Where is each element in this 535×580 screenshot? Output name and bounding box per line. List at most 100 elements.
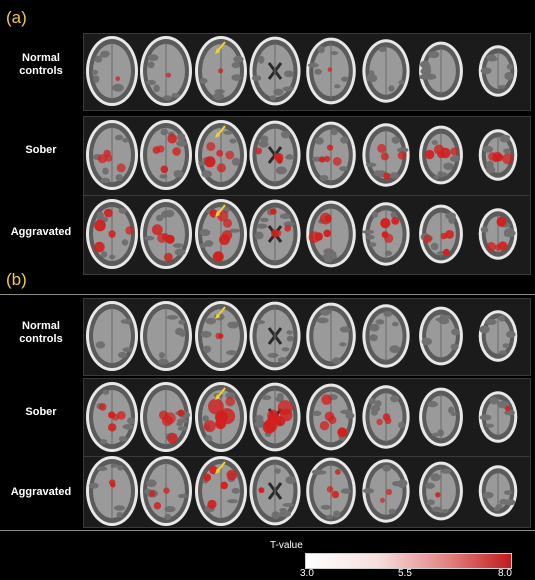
activation-cluster (115, 76, 121, 81)
arrow-icon (215, 394, 220, 400)
activation-cluster (425, 149, 435, 160)
slice-gyrus (112, 83, 124, 92)
activation-cluster (324, 155, 331, 163)
colorbar (305, 553, 512, 569)
slice-gyrus (493, 506, 501, 512)
slice-gyrus (156, 214, 164, 222)
slice-gyrus (506, 64, 513, 70)
slice-gyrus (503, 490, 513, 495)
slice-gyrus (282, 503, 295, 507)
slice-gyrus (307, 62, 319, 68)
activation-cluster (337, 427, 348, 438)
activation-cluster (380, 497, 385, 503)
slice-gyrus (485, 318, 497, 325)
slice-gyrus (340, 488, 351, 494)
slice-gyrus (100, 251, 108, 258)
activation-cluster (450, 147, 458, 156)
slice-gyrus (231, 157, 240, 166)
activation-cluster (151, 224, 163, 236)
activation-cluster (207, 499, 217, 509)
slice-gyrus (320, 504, 331, 510)
activation-cluster (166, 72, 172, 78)
slice-gyrus (173, 170, 184, 178)
slice-gyrus (100, 177, 111, 184)
activation-cluster (108, 423, 117, 432)
slice-gyrus (201, 170, 212, 178)
slice-gyrus (177, 426, 188, 431)
slice-gyrus (373, 170, 381, 177)
activation-cluster (323, 229, 332, 238)
slice-gyrus (254, 419, 266, 428)
activation-cluster (502, 153, 514, 165)
slice-gyrus (127, 417, 135, 425)
slice-gyrus (502, 343, 510, 349)
slice-gyrus (271, 511, 280, 519)
slice-gyrus (255, 320, 265, 325)
activation-cluster (377, 143, 387, 153)
activation-cluster (328, 415, 337, 425)
slice-gyrus (482, 491, 494, 499)
slice-gyrus (281, 347, 290, 352)
slice-gyrus (430, 473, 441, 482)
slice-gyrus (315, 470, 327, 475)
panel-b-label: (b) (6, 270, 27, 289)
slice-gyrus (200, 331, 212, 338)
activation-cluster (125, 226, 134, 235)
slice-gyrus (267, 352, 279, 358)
slice-gyrus (398, 80, 405, 85)
slice-gyrus (424, 73, 437, 80)
slice-gyrus (116, 511, 123, 518)
activation-cluster (445, 230, 454, 239)
slice-gyrus (339, 326, 351, 333)
slice-gyrus (147, 54, 159, 61)
activation-cluster (160, 165, 169, 174)
slice-gyrus (497, 85, 506, 89)
slice-gyrus (451, 328, 460, 336)
slice-gyrus (122, 347, 133, 353)
slice-gyrus (269, 95, 276, 101)
slice-gyrus (102, 389, 110, 395)
slice-gyrus (375, 319, 385, 325)
slice-gyrus (115, 134, 123, 141)
slice-gyrus (282, 86, 294, 92)
slice-gyrus (157, 358, 169, 365)
activation-cluster (218, 333, 224, 339)
colorbar-title: T-value (270, 540, 303, 551)
activation-cluster (206, 142, 216, 151)
slice-gyrus (205, 317, 217, 325)
slice-gyrus (504, 72, 514, 80)
arrow-icon (215, 211, 220, 217)
slice-gyrus (88, 482, 99, 489)
slice-gyrus (100, 439, 108, 445)
slice-gyrus (378, 46, 387, 53)
slice-gyrus (480, 226, 489, 233)
slice-gyrus (479, 325, 490, 334)
slice-gyrus (227, 321, 239, 329)
slice-gyrus (489, 397, 499, 405)
activation-cluster (167, 133, 177, 144)
slice-gyrus (420, 67, 432, 76)
slice-gyrus (314, 68, 322, 75)
slice-gyrus (118, 207, 128, 214)
slice-gyrus (391, 136, 400, 144)
activation-cluster (276, 156, 283, 164)
activation-cluster (163, 487, 170, 494)
slice-gyrus (202, 415, 209, 422)
activation-cluster (331, 490, 340, 499)
slice-gyrus (118, 353, 126, 358)
slice-gyrus (153, 84, 160, 93)
slice-gyrus (328, 251, 337, 256)
activation-cluster (108, 230, 116, 238)
activation-cluster (216, 163, 226, 173)
activation-cluster (284, 225, 292, 232)
activation-cluster (203, 420, 216, 433)
activation-cluster (167, 433, 178, 444)
slice-gyrus (213, 92, 225, 101)
slice-gyrus (441, 509, 449, 514)
activation-cluster (380, 218, 391, 229)
slice-gyrus (96, 211, 104, 219)
activation-cluster (380, 152, 389, 161)
activation-cluster (104, 208, 113, 218)
slice-gyrus (331, 357, 342, 365)
activation-cluster (264, 418, 278, 432)
